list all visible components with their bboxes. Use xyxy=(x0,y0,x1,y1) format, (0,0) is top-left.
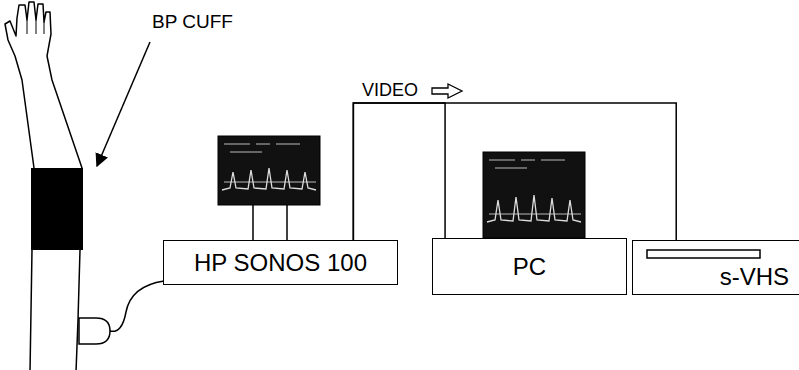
device-box: s-VHS xyxy=(632,240,799,295)
monitor-screen xyxy=(218,136,320,205)
probe xyxy=(79,318,110,344)
leader-arrow xyxy=(97,42,150,166)
finger-lines xyxy=(27,20,44,34)
bp-cuff xyxy=(31,168,83,250)
box-label: PC xyxy=(513,255,546,279)
box-label: HP SONOS 100 xyxy=(194,251,367,275)
video-cable xyxy=(353,103,676,240)
doppler-trace xyxy=(487,195,581,222)
probe-cable xyxy=(110,281,164,331)
direction-arrow xyxy=(432,84,462,98)
device-box: HP SONOS 100 xyxy=(163,240,398,285)
box-label: s-VHS xyxy=(720,265,789,289)
arm xyxy=(5,2,82,370)
monitor-leg xyxy=(286,205,288,240)
tape-slot xyxy=(647,250,760,258)
part-label: BP CUFF xyxy=(150,11,235,32)
video-cable xyxy=(353,103,445,240)
signal-label: VIDEO xyxy=(360,80,420,100)
doppler-trace xyxy=(222,168,316,190)
device-box: PC xyxy=(432,238,627,295)
monitor-leg xyxy=(252,205,254,240)
monitor-screen xyxy=(483,152,585,238)
